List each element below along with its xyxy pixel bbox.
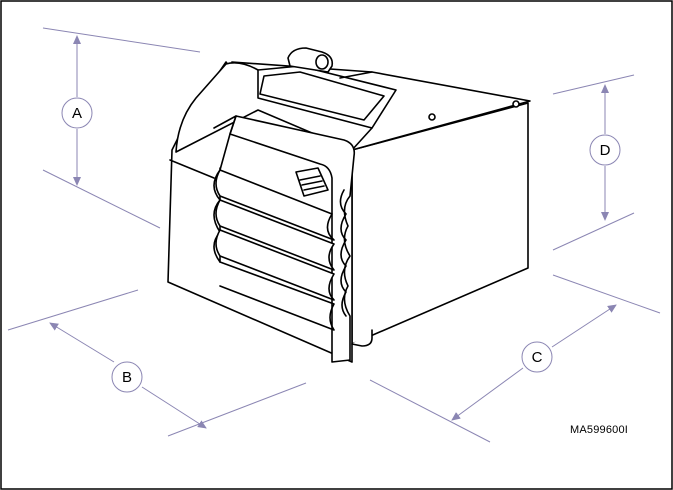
extension-lines [7,27,661,443]
dimension-arrows [49,35,617,429]
figure-reference-code: MA599600I [570,424,629,436]
dimension-a-marker: A [61,97,93,129]
dimension-c-marker: C [521,341,553,373]
dimension-d-marker: D [589,134,621,166]
front-door-panel [229,115,356,363]
dimension-a-label: A [72,105,82,122]
printer-illustration [167,47,531,363]
control-panel-display [259,71,385,121]
dimension-c-label: C [532,349,543,366]
release-latch [295,167,329,197]
paper-tray-1 [215,169,335,241]
dimension-d-label: D [600,142,611,159]
dimension-b-label: B [122,369,132,386]
dimension-b-marker: B [111,361,143,393]
paper-tray-2 [215,199,335,271]
paper-tray-3 [215,229,335,301]
